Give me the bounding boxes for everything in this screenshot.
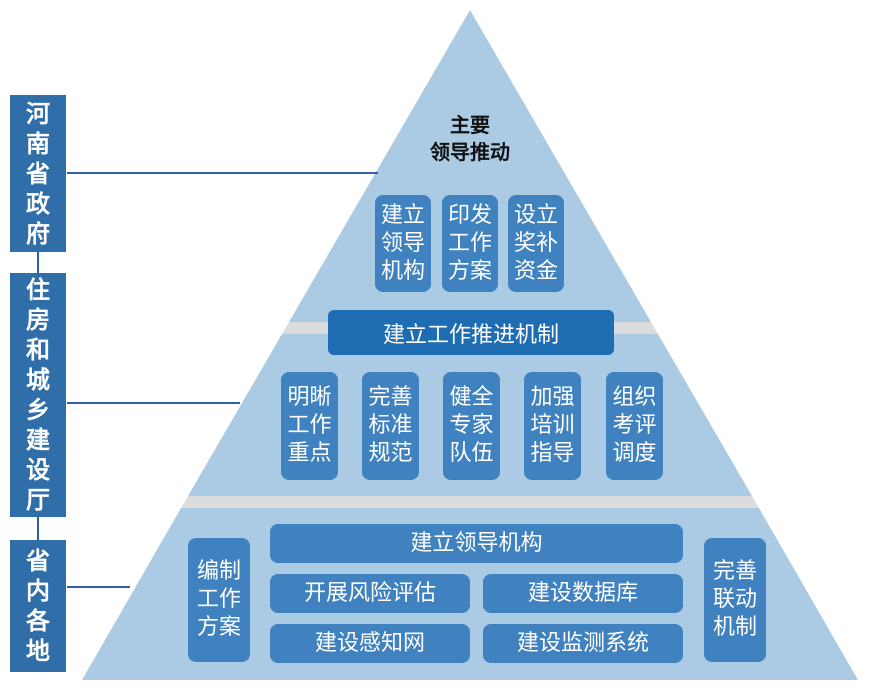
label-local-regions: 省内各地 [10, 540, 66, 672]
middle-box: 完善标准规范 [362, 372, 419, 480]
bottom-right-box: 完善联动机制 [704, 538, 766, 662]
top-box: 印发工作方案 [442, 195, 498, 292]
middle-box: 加强培训指导 [524, 372, 581, 480]
bottom-left-box: 编制工作方案 [188, 538, 250, 662]
label-housing-department: 住房和城乡建设厅 [10, 273, 66, 517]
top-box: 设立奖补资金 [508, 195, 564, 292]
separator-2 [181, 496, 759, 508]
top-tier-title: 主要 领导推动 [390, 112, 550, 166]
title-line: 主要 [450, 113, 490, 137]
middle-banner: 建立工作推进机制 [328, 310, 614, 355]
bottom-grid-box: 建设监测系统 [483, 624, 683, 663]
label-henan-government: 河南省政府 [10, 95, 66, 252]
middle-box: 明晰工作重点 [281, 372, 338, 480]
bottom-top-bar: 建立领导机构 [270, 524, 683, 563]
middle-box: 组织考评调度 [606, 372, 663, 480]
bottom-grid-box: 开展风险评估 [270, 574, 470, 613]
middle-box: 健全专家队伍 [443, 372, 500, 480]
title-line: 领导推动 [430, 140, 510, 164]
bottom-grid-box: 建设感知网 [270, 624, 470, 663]
bottom-grid-box: 建设数据库 [483, 574, 683, 613]
top-box: 建立领导机构 [375, 195, 431, 292]
